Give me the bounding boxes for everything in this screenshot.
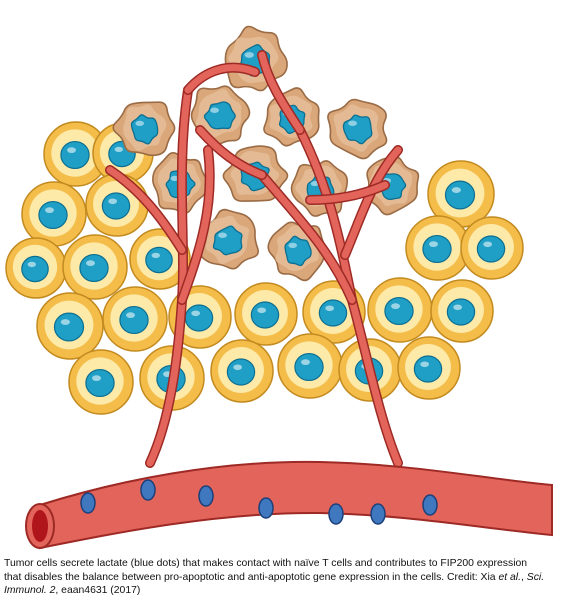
capillary xyxy=(105,165,187,255)
normal-cell xyxy=(210,339,274,403)
caption-journal-part1: Sci. xyxy=(526,571,545,583)
normal-cell xyxy=(234,282,298,346)
caption-comma: , xyxy=(520,571,527,583)
capillary xyxy=(305,180,390,205)
normal-cell xyxy=(62,234,128,300)
normal-cell xyxy=(430,279,494,343)
vessel-dot xyxy=(328,503,344,525)
normal-cell xyxy=(102,286,168,352)
tumor-cell xyxy=(267,221,327,282)
capillary xyxy=(195,125,267,180)
tumor-cell xyxy=(112,101,176,157)
caption-line-2: that disables the balance between pro-ap… xyxy=(4,571,499,583)
capillary xyxy=(257,50,305,135)
normal-cell xyxy=(460,216,524,280)
normal-cell xyxy=(277,333,343,399)
normal-cell xyxy=(427,160,495,228)
normal-cell xyxy=(36,292,104,360)
normal-cell xyxy=(68,349,134,415)
capillary xyxy=(183,62,260,95)
tumor-cell xyxy=(327,98,388,160)
tumor-cell xyxy=(198,208,260,270)
tumor-microenvironment-illustration xyxy=(5,25,553,550)
capillary xyxy=(340,145,403,260)
vessel-dot xyxy=(370,503,386,525)
vessel-dot xyxy=(258,497,274,519)
normal-cell xyxy=(397,336,461,400)
tumor-cell xyxy=(224,25,288,92)
vessel-dot xyxy=(140,479,156,501)
vessel-dot xyxy=(422,494,438,516)
capillary-branches xyxy=(105,50,403,468)
capillary xyxy=(177,145,215,305)
blood-vessel xyxy=(25,460,553,550)
normal-cell xyxy=(5,237,67,299)
normal-cell xyxy=(43,121,109,187)
vessel-dot xyxy=(80,492,96,514)
normal-cell xyxy=(21,181,87,247)
vessel-lumen xyxy=(32,510,48,542)
figure-caption: Tumor cells secrete lactate (blue dots) … xyxy=(4,557,559,598)
vessel-wall xyxy=(39,460,553,550)
normal-cell-layer xyxy=(5,121,524,415)
caption-citation: , eaan4631 (2017) xyxy=(55,585,141,596)
normal-cell xyxy=(367,277,433,343)
caption-journal-part2: Immunol. 2 xyxy=(4,585,56,596)
caption-et-al: et al. xyxy=(498,571,521,583)
vessel-dot xyxy=(198,485,214,507)
normal-cell xyxy=(85,173,149,237)
capillary xyxy=(257,170,357,305)
caption-line-1: Tumor cells secrete lactate (blue dots) … xyxy=(4,558,528,569)
